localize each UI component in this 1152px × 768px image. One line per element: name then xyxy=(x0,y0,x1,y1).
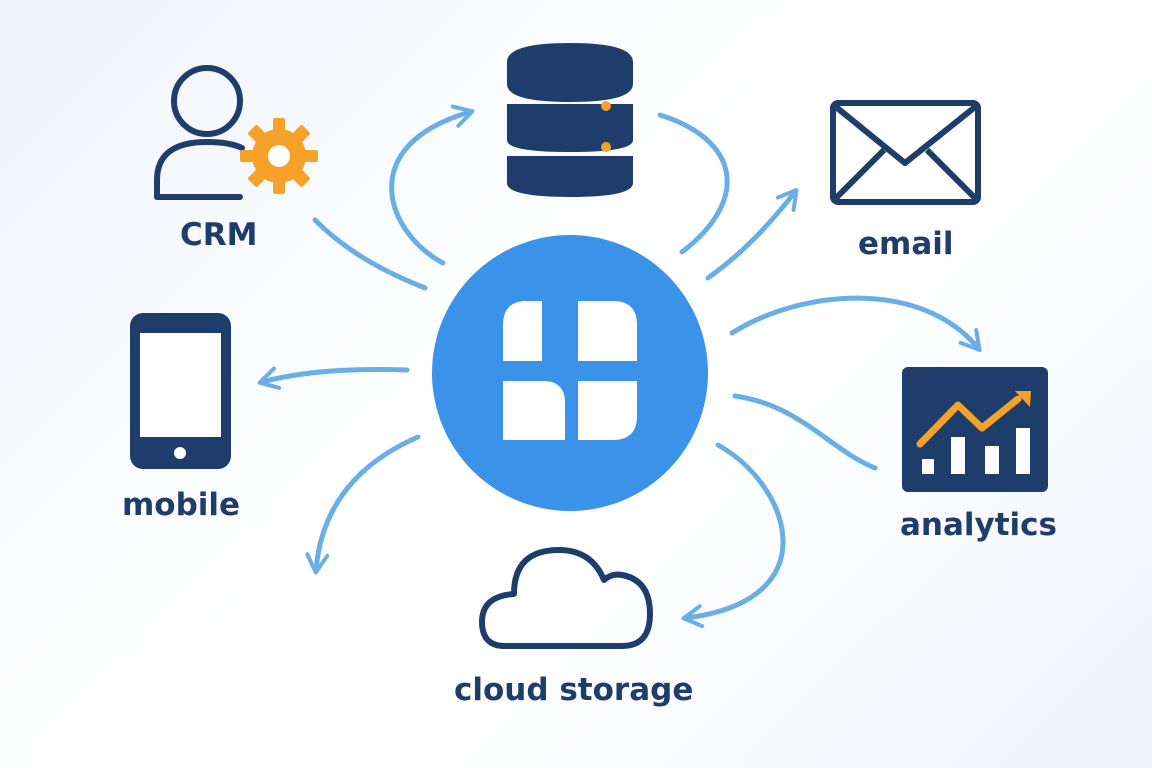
gear-icon xyxy=(240,118,318,194)
database-icon xyxy=(507,43,633,197)
cloud-storage-label: cloud storage xyxy=(454,672,694,708)
arrow-database-to-hub xyxy=(657,112,730,255)
chart-icon xyxy=(902,367,1048,492)
arrow-hub-to-mobile xyxy=(257,366,410,390)
connector-arrows xyxy=(257,104,982,629)
arrow-analytics-to-hub xyxy=(732,393,878,471)
smartphone-icon xyxy=(130,313,231,469)
mobile-label: mobile xyxy=(122,487,241,523)
crm-label: CRM xyxy=(180,217,258,253)
hub-app-icon xyxy=(432,235,708,511)
arrow-hub-to-cloud xyxy=(681,442,786,629)
cloud-icon xyxy=(479,546,653,649)
arrow-hub-to-left-down xyxy=(305,434,421,575)
envelope-icon xyxy=(830,100,981,205)
user-gear-icon xyxy=(154,65,318,200)
arrow-hub-to-analytics xyxy=(729,295,982,352)
analytics-label: analytics xyxy=(900,507,1058,543)
arrow-hub-to-email xyxy=(705,188,799,281)
arrow-crm-to-hub xyxy=(312,217,428,291)
email-label: email xyxy=(858,226,954,262)
arrow-hub-to-database xyxy=(389,104,475,266)
